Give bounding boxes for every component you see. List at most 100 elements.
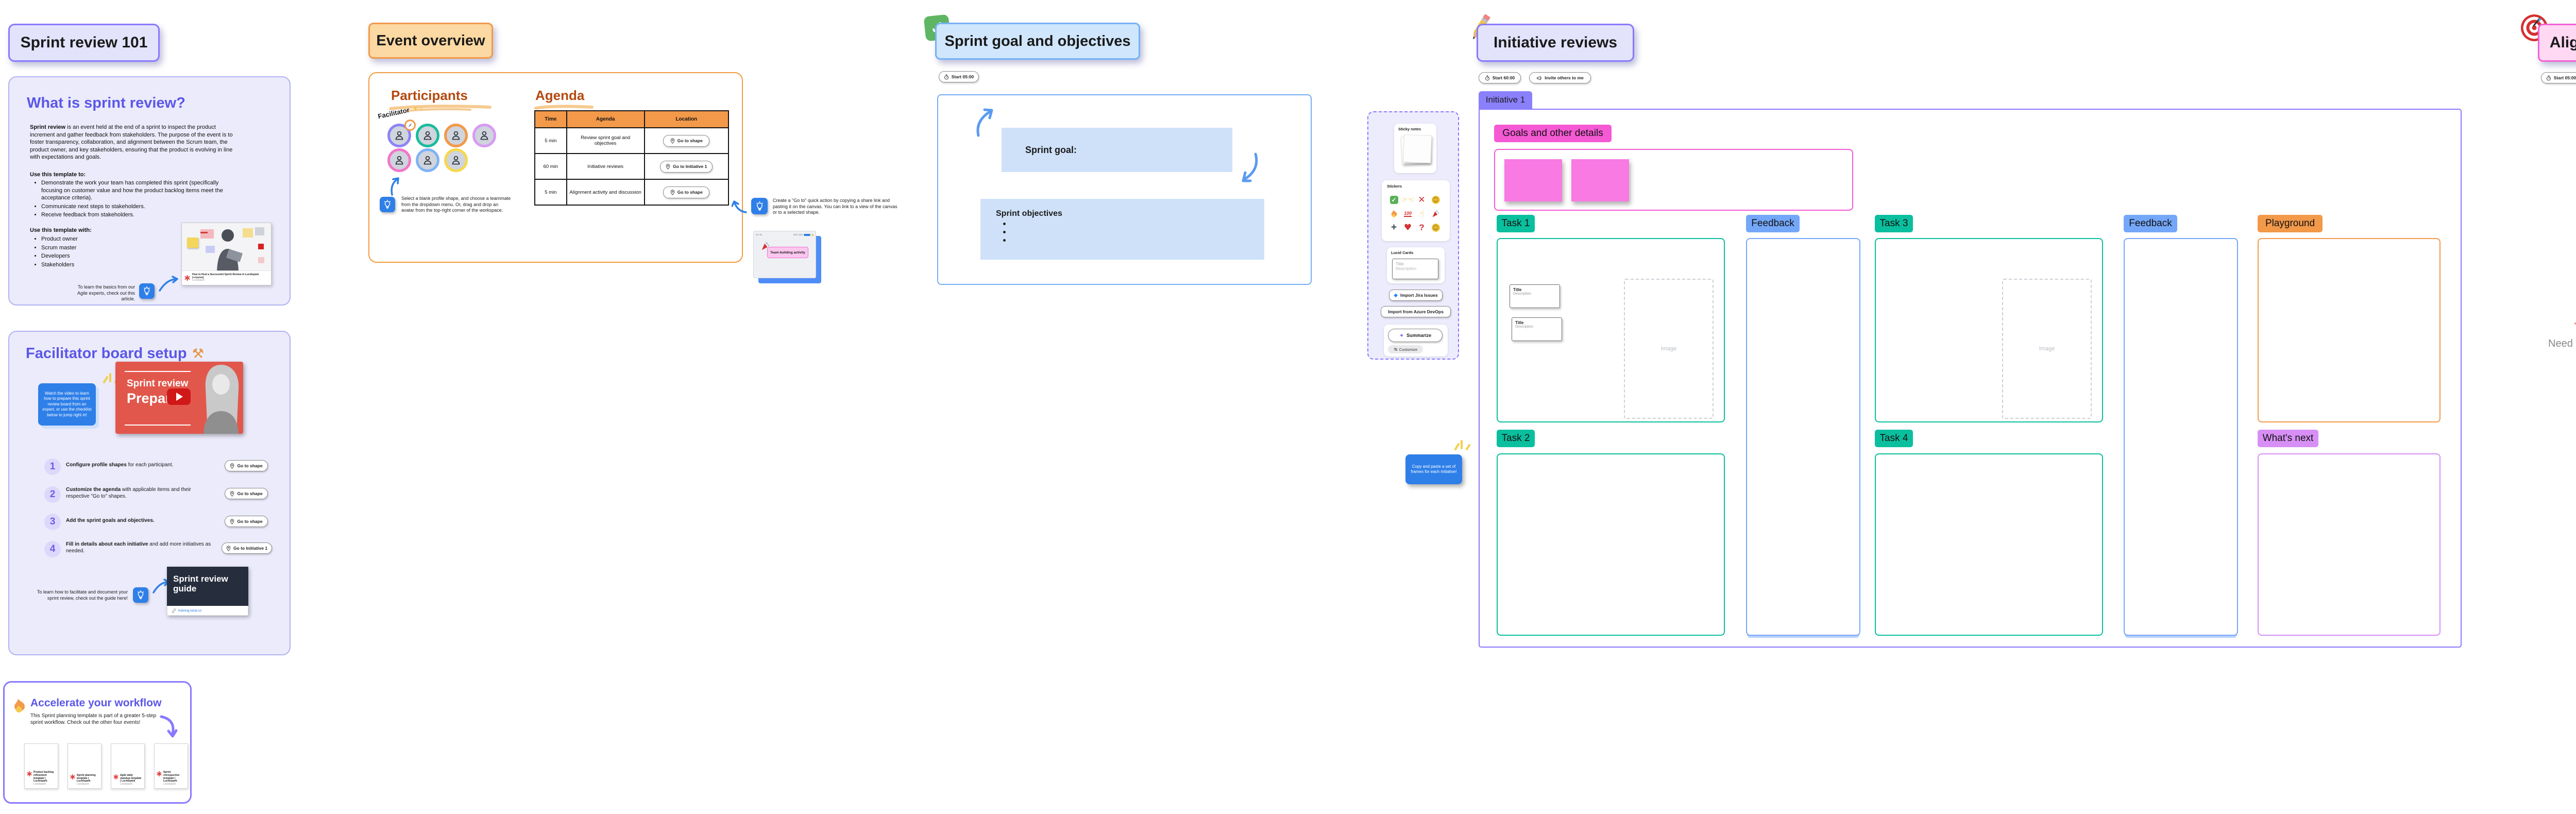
avatar-participant-5[interactable] <box>387 148 411 172</box>
sticker-question-icon[interactable]: ? <box>1419 222 1425 232</box>
lucid-logo-icon <box>184 275 190 281</box>
lucid-logo-icon <box>27 771 32 777</box>
doodle-arrow-icon <box>976 108 993 137</box>
go-to-initiative-1-button[interactable]: Go to Initiative 1 <box>222 542 272 554</box>
copy-paste-note[interactable]: Copy and paste a set of frames for each … <box>1405 454 1462 484</box>
event-overview-title-label: Event overview <box>376 32 485 49</box>
curved-arrow-down-icon <box>160 715 178 738</box>
go-to-shape-button-3[interactable]: Go to shape <box>225 516 268 527</box>
workflow-card-retrospective[interactable]: Sprint retrospective template | Lucidspa… <box>154 743 188 789</box>
feedback-tag-1[interactable]: Feedback <box>1746 215 1800 232</box>
start-timer-button-alignment[interactable]: Start 05:00 <box>2541 72 2576 83</box>
sticker-party-icon[interactable] <box>1429 207 1443 221</box>
sticky-notes-tool[interactable]: Sticky notes <box>1394 124 1436 173</box>
fire-icon <box>14 698 25 713</box>
link-icon <box>172 608 176 613</box>
location-pin-icon <box>226 545 231 551</box>
sprint-review-guide-card[interactable]: Sprint review guide training.lucid.co <box>167 567 248 616</box>
use-template-to-list: Demonstrate the work your team has compl… <box>34 179 236 220</box>
sticker-cross-icon[interactable]: ✕ <box>1418 194 1426 205</box>
summarize-tool-card: ✦ Summarize Customize <box>1384 325 1448 357</box>
import-azure-button[interactable]: Import from Azure DevOps <box>1381 306 1451 317</box>
go-to-shape-button-1[interactable]: Go to shape <box>225 460 268 471</box>
sticker-plus-icon[interactable]: + <box>1391 222 1397 233</box>
avatar-participant-6[interactable] <box>416 148 439 172</box>
pink-sticky-note[interactable] <box>1504 159 1562 201</box>
whats-next-container <box>2258 453 2441 636</box>
watch-video-callout[interactable]: Watch the video to learn how to prepare … <box>38 383 96 426</box>
team-building-shape[interactable]: Team building activity <box>767 247 808 258</box>
avatar-participant-2[interactable] <box>416 124 439 147</box>
agenda-col-location: Location <box>643 110 730 128</box>
sprint-goal-box[interactable]: Sprint goal: <box>1002 128 1232 172</box>
agenda-col-agenda: Agenda <box>566 110 645 128</box>
article-video-thumbnail[interactable]: How to Host a Successful Sprint Review i… <box>181 223 272 285</box>
agenda-col-time: Time <box>534 110 567 128</box>
agenda-heading: Agenda <box>535 88 585 103</box>
image-placeholder[interactable]: Image <box>1624 279 1714 419</box>
start-timer-button-goal[interactable]: Start 05:00 <box>939 71 979 82</box>
sticker-check-icon[interactable]: ✓ <box>1387 193 1401 207</box>
sparkle-doodle-icon <box>1454 440 1470 450</box>
customize-button[interactable]: Customize <box>1388 345 1423 353</box>
avatar-participant-4[interactable] <box>472 124 496 147</box>
alignment-activity-title: Alignment activity <box>2538 24 2576 62</box>
sprint-objectives-box[interactable]: Sprint objectives <box>980 199 1264 260</box>
go-to-shape-button-agenda-1[interactable]: Go to shape <box>663 134 710 147</box>
alignment-activity-title-label: Alignment activity <box>2549 34 2576 51</box>
summarize-button[interactable]: ✦ Summarize <box>1388 329 1443 342</box>
avatar-participant-7[interactable] <box>444 148 468 172</box>
playground-tag[interactable]: Playground <box>2258 215 2323 232</box>
invite-others-button[interactable]: Invite others to me <box>1529 72 1591 83</box>
facilitator-setup-heading: Facilitator board setup <box>26 345 187 362</box>
sticker-smile-icon[interactable]: ☺ <box>1431 223 1440 232</box>
go-to-shape-button-agenda-3[interactable]: Go to shape <box>663 186 710 198</box>
feedback-tag-2[interactable]: Feedback <box>2124 215 2177 232</box>
sticker-clap-icon[interactable]: ☞☜ <box>1401 195 1415 205</box>
lucid-cards-tool[interactable]: Lucid Cards Title Description <box>1387 247 1445 283</box>
task-4-tag[interactable]: Task 4 <box>1875 430 1913 447</box>
sticker-heart-icon[interactable]: ♥ <box>1403 222 1412 233</box>
prepare-video-thumbnail[interactable]: Sprint review Prepare <box>115 362 243 434</box>
import-jira-button[interactable]: ◆ Import Jira Issues <box>1389 290 1443 301</box>
mini-toolbar <box>756 233 814 236</box>
image-placeholder[interactable]: Image <box>2002 279 2092 419</box>
initiative-1-board: Goals and other details Task 1 Feedback … <box>1479 109 2462 648</box>
task-3-tag[interactable]: Task 3 <box>1875 215 1913 232</box>
guide-card-title: Sprint review guide <box>167 567 248 606</box>
sticker-fire-icon[interactable] <box>1387 207 1401 221</box>
sticker-hundred-icon[interactable]: ​100 <box>1403 210 1412 217</box>
doodle-arrow-icon <box>1242 152 1258 182</box>
sticker-laugh-icon[interactable]: ☺ <box>1431 195 1440 204</box>
location-pin-icon <box>230 490 234 497</box>
step-3-text: Add the sprint goals and objectives. <box>66 518 155 523</box>
play-button-icon[interactable] <box>167 388 191 405</box>
goals-tag[interactable]: Goals and other details <box>1494 125 1612 142</box>
step-2-text: Customize the agenda with applicable ite… <box>66 487 191 499</box>
whats-next-tag[interactable]: What's next <box>2258 430 2318 447</box>
sticker-point-up-icon[interactable]: ☝ <box>1419 209 1425 218</box>
task-2-tag[interactable]: Task 2 <box>1497 430 1535 447</box>
use-template-with-list: Product owner Scrum master Developers St… <box>34 235 137 269</box>
sprint-review-101-title: Sprint review 101 <box>8 24 160 62</box>
sprint-goal-title: Sprint goal and objectives <box>935 23 1140 60</box>
task-1-tag[interactable]: Task 1 <box>1497 215 1535 232</box>
sparkle-icon: ✦ <box>1399 332 1404 339</box>
avatar-participant-3[interactable] <box>444 124 468 147</box>
feedback-container-2 <box>2124 238 2238 636</box>
curved-arrow-up-icon <box>391 177 399 196</box>
accelerate-body: This Sprint planning template is part of… <box>30 713 157 725</box>
pink-sticky-note[interactable] <box>1571 159 1629 201</box>
go-to-initiative-1-button-agenda[interactable]: Go to Initiative 1 <box>660 160 713 173</box>
workflow-card-backlog[interactable]: Product backlog refinement template | Lu… <box>24 743 58 789</box>
workflow-card-standup[interactable]: Agile daily standup template | Lucidspar… <box>111 743 145 789</box>
guide-card-link[interactable]: training.lucid.co <box>178 608 202 613</box>
use-template-to-label: Use this template to: <box>30 172 86 178</box>
start-timer-button-initiative[interactable]: Start 60:00 <box>1479 72 1521 83</box>
initiative-1-tab[interactable]: Initiative 1 <box>1479 91 1532 109</box>
go-to-shape-button-2[interactable]: Go to shape <box>225 488 268 499</box>
